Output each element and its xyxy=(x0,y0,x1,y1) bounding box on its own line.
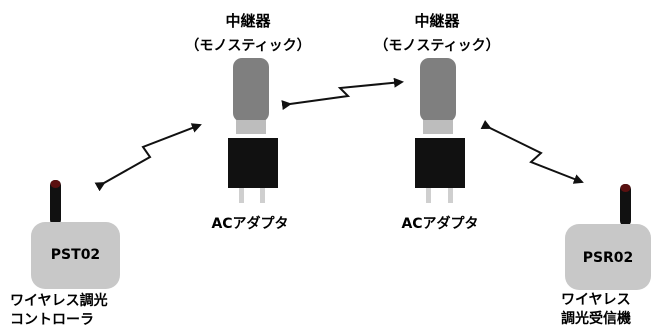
link-repeater-receiver xyxy=(480,119,584,184)
repeater-right-title: 中継器 xyxy=(414,12,460,30)
receiver-model: PSR02 xyxy=(583,250,634,266)
antenna-icon xyxy=(50,180,61,225)
ac-adapter-right xyxy=(415,138,465,203)
receiver-device: PSR02 xyxy=(565,184,651,290)
receiver-caption-line1: ワイヤレス xyxy=(561,292,631,308)
link-controller-repeater xyxy=(94,123,202,192)
controller-caption-line1: ワイヤレス調光 xyxy=(10,292,108,309)
controller-caption-line2: コントローラ xyxy=(10,312,94,328)
repeater-left: 中継器 （モノスティック） ACアダプタ xyxy=(185,12,310,232)
controller-model: PST02 xyxy=(51,247,100,263)
link-repeater-repeater xyxy=(281,77,404,111)
antenna-icon xyxy=(620,184,631,226)
repeater-left-subtitle: （モノスティック） xyxy=(185,38,310,54)
repeater-right: 中継器 （モノスティック） ACアダプタ xyxy=(374,12,499,232)
adapter-left-label: ACアダプタ xyxy=(211,215,288,232)
controller-device: PST02 xyxy=(31,180,120,289)
ac-adapter-left xyxy=(228,138,278,203)
adapter-right-label: ACアダプタ xyxy=(401,215,478,232)
repeater-left-title: 中継器 xyxy=(225,12,271,30)
monostick-left xyxy=(233,58,269,134)
receiver-caption-line2: 調光受信機 xyxy=(561,310,631,327)
repeater-right-subtitle: （モノスティック） xyxy=(374,38,499,54)
monostick-right xyxy=(420,58,456,134)
